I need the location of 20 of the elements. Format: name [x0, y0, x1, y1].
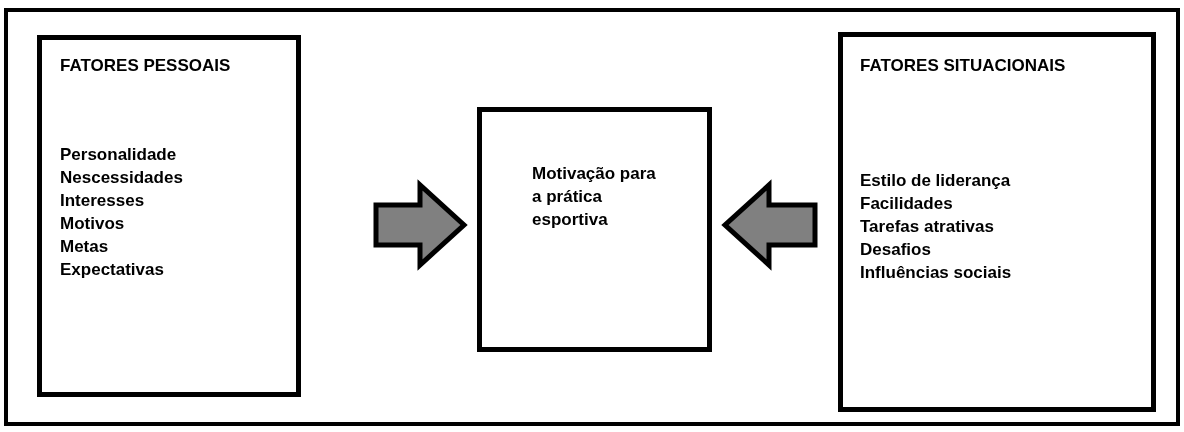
list-item: Expectativas — [60, 259, 164, 281]
block-arrow — [721, 179, 818, 271]
list-item: Interesses — [60, 190, 145, 212]
list-item: Desafios — [860, 239, 931, 261]
list-item: Personalidade — [60, 144, 177, 166]
list-item: Estilo de liderança — [860, 170, 1011, 192]
text-box — [37, 35, 301, 397]
list-item: Influências sociais — [860, 262, 1012, 284]
text: Motivação para a prática esportiva — [532, 163, 657, 231]
heading: FATORES SITUACIONAIS — [860, 55, 1066, 77]
list-item: Tarefas atrativas — [860, 216, 994, 238]
heading: FATORES PESSOAIS — [60, 55, 231, 77]
list-item: Facilidades — [860, 193, 953, 215]
list-item: Metas — [60, 236, 109, 258]
block-arrow — [373, 179, 468, 271]
text-box — [838, 32, 1156, 412]
list-item: Motivos — [60, 213, 125, 235]
text-box — [477, 107, 712, 352]
frame-box — [4, 8, 1180, 426]
list-item: Nescessidades — [60, 167, 183, 189]
